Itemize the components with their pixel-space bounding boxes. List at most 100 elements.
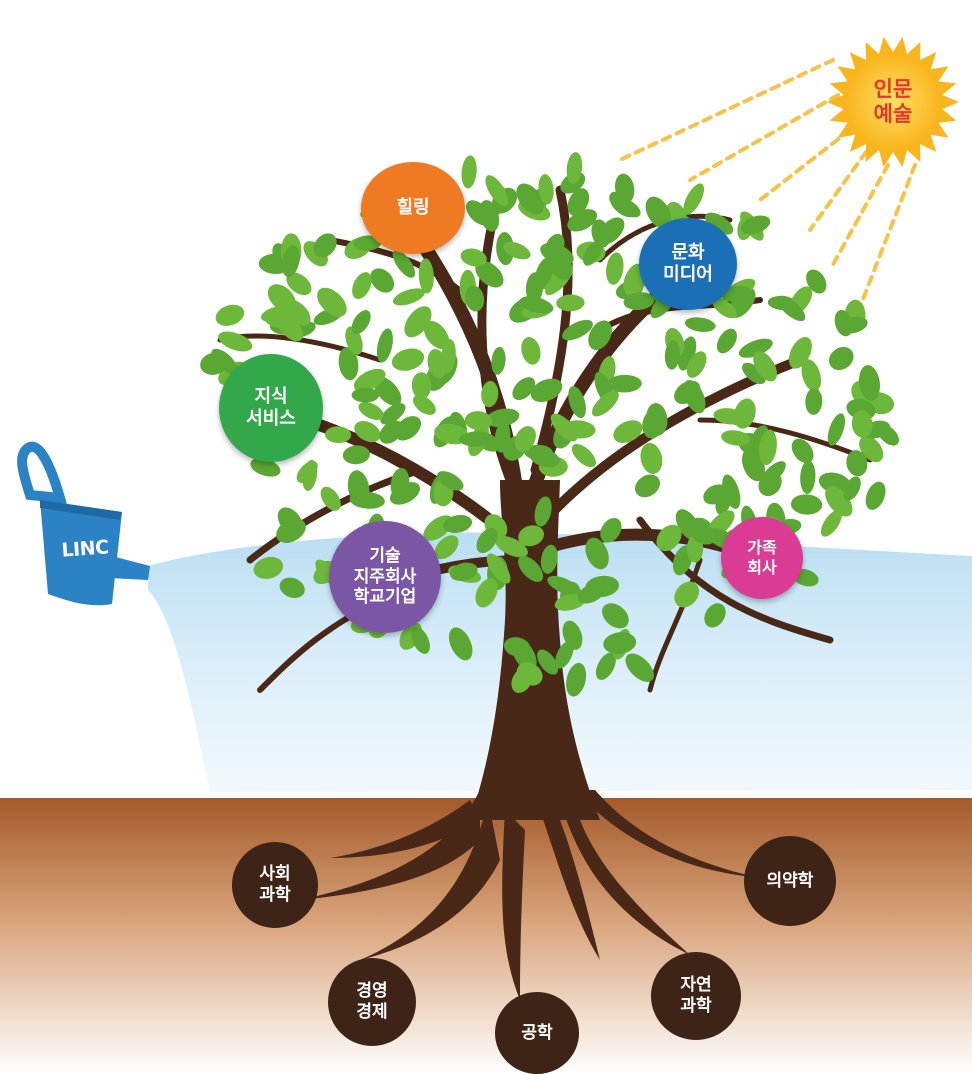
leaf (567, 209, 598, 232)
leaf (683, 183, 705, 215)
leaf (538, 174, 554, 205)
leaf (674, 581, 700, 608)
bubble-social-science: 사회 과학 (232, 842, 318, 928)
bubble-tech-holding-line-3: 학교기업 (353, 587, 417, 608)
leaf (389, 482, 421, 505)
leaf (534, 496, 552, 527)
leaf (556, 294, 585, 312)
leaf (820, 509, 842, 537)
leaf (583, 240, 603, 266)
bubble-medicine-pharmacy: 의약학 (744, 836, 836, 926)
leaf (459, 431, 495, 447)
leaf (846, 450, 868, 477)
leaf (215, 304, 245, 326)
leaf (486, 553, 511, 584)
leaf (448, 627, 473, 661)
leaf (281, 245, 300, 277)
leaf (418, 258, 434, 294)
leaf (373, 376, 402, 406)
leaf (759, 429, 777, 466)
leaf (518, 525, 544, 547)
tree-trunk (470, 480, 600, 820)
leaf (503, 637, 531, 657)
leaf (788, 336, 812, 369)
leaf (392, 288, 425, 306)
leaf (495, 535, 528, 558)
bubble-culture-media-line-2: 미디어 (663, 264, 713, 285)
bubble-business-economics-line-2: 경제 (356, 1002, 388, 1022)
leaf (562, 319, 593, 341)
sun-label: 인문 예술 (848, 57, 938, 147)
leaf (827, 413, 846, 446)
leaf (865, 481, 886, 510)
bubble-tech-holding-line-1: 기술 (369, 545, 401, 566)
leaf (250, 458, 281, 477)
bubble-healing-line-1: 힐링 (396, 197, 430, 219)
leaf (600, 517, 622, 543)
leaf (200, 352, 229, 375)
leaf (521, 337, 541, 365)
leaf (642, 409, 664, 439)
bubble-engineering: 공학 (495, 992, 579, 1074)
leaf (722, 474, 741, 509)
sun-rays (618, 58, 917, 322)
leaf (516, 183, 544, 215)
bubble-natural-science-line-2: 과학 (680, 996, 712, 1016)
leaf (733, 398, 756, 429)
sun-label-line-1: 인문 (873, 76, 913, 101)
bubble-knowledge-service-line-2: 서비스 (246, 408, 296, 429)
bubble-knowledge-service: 지식 서비스 (219, 354, 323, 462)
leaf (716, 328, 737, 354)
leaf (625, 653, 654, 682)
leaf (317, 287, 347, 317)
leaf (443, 515, 473, 533)
leaf (342, 445, 370, 465)
leaf (540, 544, 558, 574)
leaf (609, 191, 636, 218)
leaf (279, 577, 305, 598)
leaf (791, 438, 814, 464)
leaf (595, 652, 616, 680)
leaf (741, 448, 766, 482)
leaf (391, 348, 425, 371)
bubble-family-company: 가족 회사 (721, 517, 803, 599)
leaf (491, 346, 506, 375)
leaf (566, 662, 587, 697)
leaf (413, 395, 436, 415)
leaf (740, 215, 771, 235)
leaf (577, 583, 605, 604)
leaf (320, 486, 341, 511)
leaf (606, 252, 624, 285)
watering-can-icon (17, 441, 150, 606)
leaf (721, 430, 750, 446)
leaf (640, 442, 663, 474)
leaf (742, 362, 766, 385)
leaf (286, 272, 312, 296)
leaf (704, 212, 734, 235)
leaf (485, 408, 520, 428)
leaf (712, 297, 737, 319)
leaf (351, 387, 380, 403)
leaf (664, 340, 680, 370)
leaf (753, 351, 777, 382)
leaf (859, 436, 884, 463)
leaf (354, 421, 381, 443)
bubble-healing: 힐링 (361, 162, 465, 254)
bubble-natural-science: 자연 과학 (651, 952, 741, 1040)
leaf (566, 152, 583, 184)
bubble-culture-media-line-1: 문화 (671, 242, 705, 264)
leaf (376, 328, 393, 363)
leaf (518, 555, 544, 582)
leaf (547, 575, 579, 595)
leaf (790, 494, 823, 515)
bubble-tech-holding-line-2: 지주회사 (353, 566, 417, 587)
leaf (260, 306, 293, 323)
leaf (613, 420, 643, 443)
leaf (449, 562, 478, 581)
leaf (800, 460, 816, 494)
leaf (461, 155, 477, 189)
leaf (825, 486, 853, 517)
leaf (607, 374, 642, 393)
leaf (591, 219, 611, 248)
